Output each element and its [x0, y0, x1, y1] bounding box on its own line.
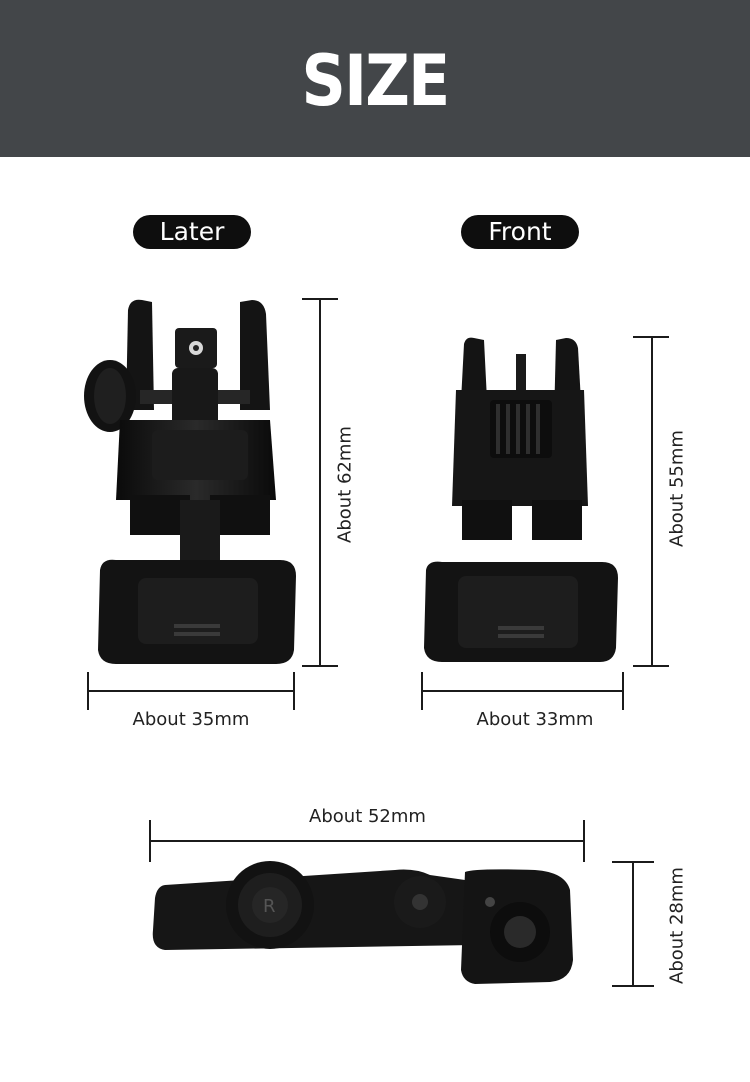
front-sight-image [424, 337, 618, 662]
front-height-line [651, 336, 653, 667]
folded-length-line [149, 840, 585, 842]
later-view-label: Later [133, 215, 251, 249]
header-banner: SIZE [0, 0, 750, 157]
folded-sight-image: R [152, 861, 573, 984]
front-view-label: Front [461, 215, 579, 249]
later-height-line [319, 298, 321, 667]
front-width-line [421, 690, 624, 692]
page-title: SIZE [301, 40, 450, 122]
front-width-label: About 33mm [476, 709, 594, 730]
folded-height-label: About 28mm [666, 867, 688, 984]
svg-text:R: R [263, 896, 276, 917]
later-width-line [87, 690, 295, 692]
folded-length-label: About 52mm [309, 806, 426, 827]
rear-sight-image [84, 299, 296, 664]
front-height-label: About 55mm [666, 430, 688, 547]
later-height-label: About 62mm [334, 426, 356, 543]
later-width-label: About 35mm [132, 709, 250, 730]
folded-height-line [632, 861, 634, 987]
